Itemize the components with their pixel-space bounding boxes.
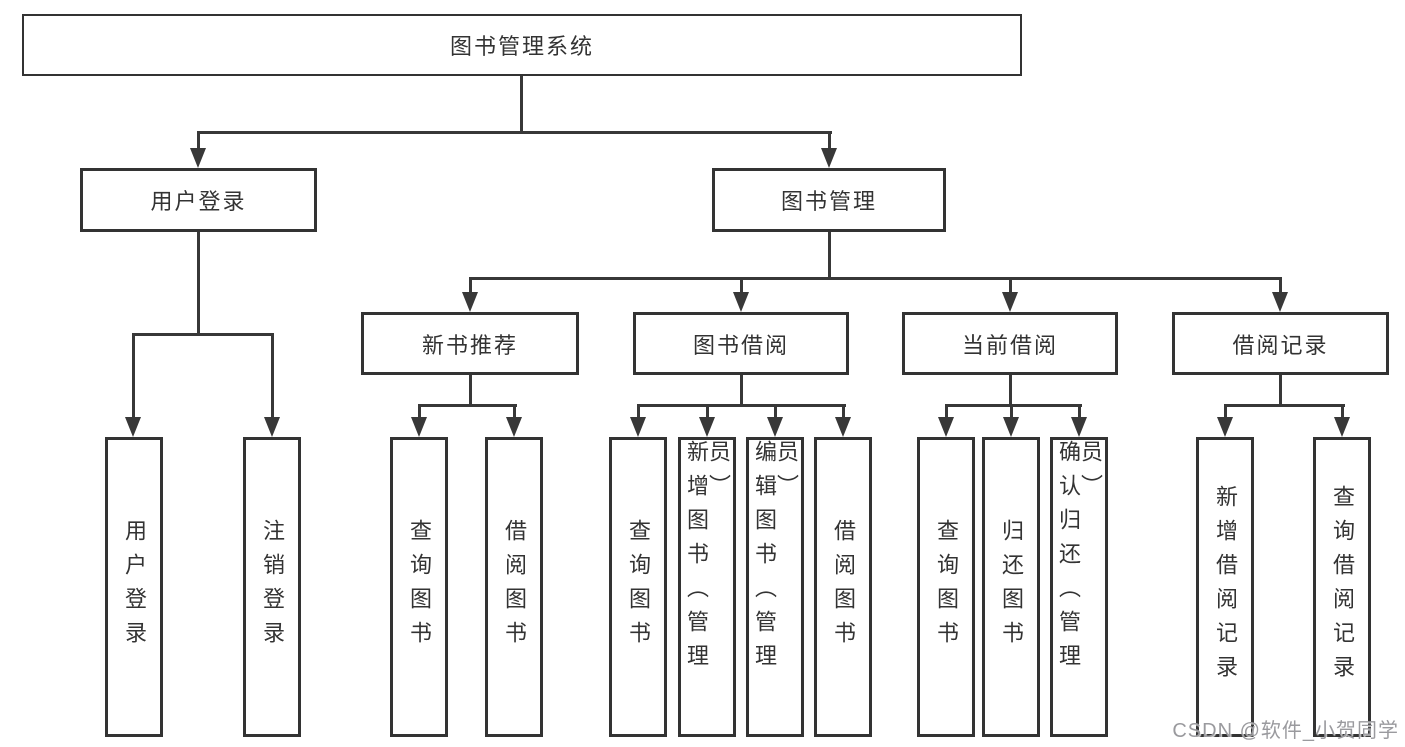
arrowhead-down-icon [835, 417, 851, 437]
connector-line [469, 277, 472, 294]
leaf-label: 注销登录 [260, 519, 285, 655]
connector-line [1224, 404, 1345, 407]
arrowhead-down-icon [190, 148, 206, 168]
node-root: 图书管理系统 [22, 14, 1022, 76]
node-current-borrow-label: 当前借阅 [961, 332, 1058, 358]
connector-line [1224, 404, 1227, 419]
connector-line [132, 333, 274, 336]
arrowhead-down-icon [264, 417, 280, 437]
connector-line [945, 404, 1082, 407]
arrowhead-down-icon [938, 417, 954, 437]
leaf-label: 编辑图书（管理员） [752, 440, 799, 678]
connector-line [1279, 277, 1282, 294]
arrowhead-down-icon [1272, 292, 1288, 312]
leaf-edit-books-admin: 编辑图书（管理员） [746, 437, 804, 737]
connector-line [1279, 375, 1282, 407]
leaf-borrow-books-recommend: 借阅图书 [485, 437, 543, 737]
node-borrow-records-label: 借阅记录 [1232, 332, 1329, 358]
arrowhead-down-icon [767, 417, 783, 437]
arrowhead-down-icon [1071, 417, 1087, 437]
node-book-borrow: 图书借阅 [633, 312, 849, 375]
arrowhead-down-icon [699, 417, 715, 437]
connector-line [132, 333, 135, 419]
arrowhead-down-icon [1002, 292, 1018, 312]
leaf-logout: 注销登录 [243, 437, 301, 737]
leaf-borrow-books: 借阅图书 [814, 437, 872, 737]
connector-line [1009, 375, 1012, 407]
leaf-query-borrow-record: 查询借阅记录 [1313, 437, 1371, 737]
arrowhead-down-icon [411, 417, 427, 437]
leaf-label: 查询图书 [407, 519, 432, 655]
arrowhead-down-icon [125, 417, 141, 437]
arrowhead-down-icon [1003, 417, 1019, 437]
node-book-management: 图书管理 [712, 168, 946, 232]
leaf-label: 归还图书 [999, 519, 1024, 655]
arrowhead-down-icon [506, 417, 522, 437]
connector-line [828, 232, 831, 280]
leaf-query-books-recommend: 查询图书 [390, 437, 448, 737]
connector-line [945, 404, 948, 419]
connector-line [740, 277, 743, 294]
connector-line [197, 131, 832, 134]
leaf-query-books-current: 查询图书 [917, 437, 975, 737]
leaf-label: 查询图书 [626, 519, 651, 655]
connector-line [1009, 277, 1012, 294]
leaf-label: 查询借阅记录 [1330, 485, 1355, 689]
connector-line [513, 404, 516, 419]
connector-line [842, 404, 845, 419]
connector-line [1078, 404, 1081, 419]
leaf-label: 借阅图书 [502, 519, 527, 655]
node-borrow-records: 借阅记录 [1172, 312, 1389, 375]
node-new-book-recommend: 新书推荐 [361, 312, 579, 375]
arrowhead-down-icon [630, 417, 646, 437]
node-book-management-label: 图书管理 [780, 189, 877, 214]
leaf-add-books-admin: 新增图书（管理员） [678, 437, 736, 737]
node-user-login-label: 用户登录 [150, 189, 247, 214]
leaf-query-books-borrow: 查询图书 [609, 437, 667, 737]
leaf-confirm-return-admin: 确认归还（管理员） [1050, 437, 1108, 737]
arrowhead-down-icon [821, 148, 837, 168]
connector-line [418, 404, 517, 407]
connector-line [520, 76, 523, 134]
leaf-label: 查询图书 [934, 519, 959, 655]
leaf-label: 确认归还（管理员） [1056, 440, 1103, 678]
csdn-watermark: CSDN @软件_小贺同学 [1172, 720, 1399, 742]
leaf-label: 借阅图书 [831, 519, 856, 655]
connector-line [197, 131, 200, 150]
arrowhead-down-icon [1334, 417, 1350, 437]
connector-line [706, 404, 709, 419]
connector-line [1010, 404, 1013, 419]
leaf-return-books: 归还图书 [982, 437, 1040, 737]
leaf-label: 新增借阅记录 [1213, 485, 1238, 689]
leaf-add-borrow-record: 新增借阅记录 [1196, 437, 1254, 737]
connector-line [637, 404, 640, 419]
connector-line [197, 232, 200, 336]
node-book-borrow-label: 图书借阅 [692, 332, 789, 358]
connector-line [1341, 404, 1344, 419]
arrowhead-down-icon [733, 292, 749, 312]
leaf-label: 新增图书（管理员） [684, 440, 731, 678]
connector-line [774, 404, 777, 419]
connector-line [637, 404, 846, 407]
connector-line [469, 277, 1282, 280]
connector-line [828, 131, 831, 150]
node-current-borrow: 当前借阅 [902, 312, 1118, 375]
connector-line [271, 333, 274, 419]
node-user-login: 用户登录 [80, 168, 317, 232]
leaf-user-login: 用户登录 [105, 437, 163, 737]
connector-line [418, 404, 421, 419]
leaf-label: 用户登录 [122, 519, 147, 655]
connector-line [469, 375, 472, 407]
connector-line [740, 375, 743, 407]
node-new-book-recommend-label: 新书推荐 [421, 332, 518, 358]
arrowhead-down-icon [462, 292, 478, 312]
arrowhead-down-icon [1217, 417, 1233, 437]
node-root-label: 图书管理系统 [449, 34, 594, 59]
